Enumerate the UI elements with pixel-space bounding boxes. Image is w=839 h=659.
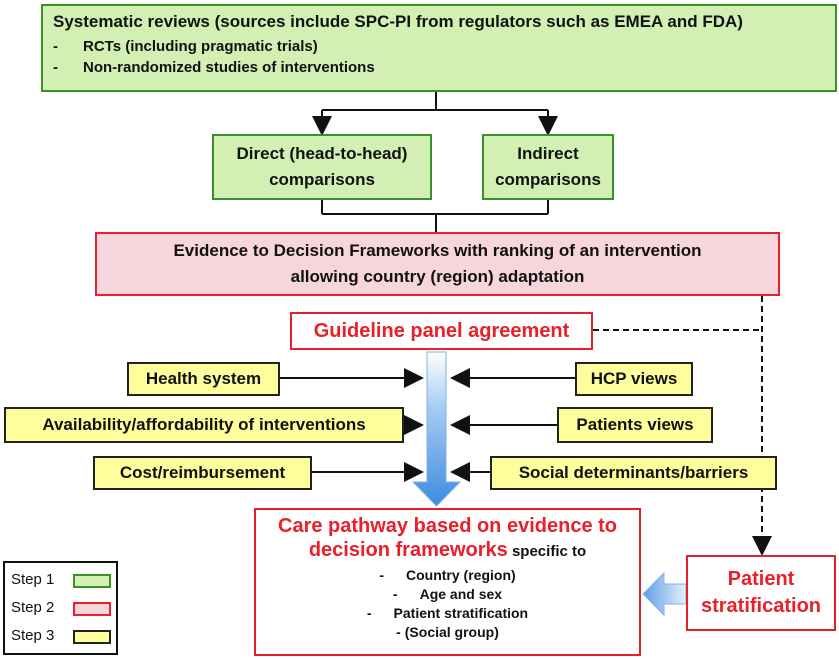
care-pathway-box: Care pathway based on evidence to decisi…: [254, 508, 641, 656]
legend-swatch-step-2: [73, 602, 111, 616]
indirect-comparisons-box: Indirect comparisons: [482, 134, 614, 200]
care-item-label: (Social group): [404, 624, 499, 640]
care-pathway-title: decision frameworks: [308, 539, 508, 561]
stratification-line: Patient: [727, 568, 795, 590]
frameworks-line: allowing country (region) adaptation: [290, 267, 585, 286]
hcp-views-box: HCP views: [575, 362, 693, 396]
direct-comparisons-box: Direct (head-to-head) comparisons: [212, 134, 432, 200]
legend: Step 1 Step 2 Step 3: [3, 561, 118, 655]
bullet-dash: -: [53, 59, 58, 76]
patients-views-label: Patients views: [576, 415, 694, 434]
legend-swatch-step-1: [73, 574, 111, 588]
evidence-frameworks-box: Evidence to Decision Frameworks with ran…: [95, 232, 780, 296]
guideline-panel-label: Guideline panel agreement: [313, 319, 570, 342]
legend-label: Step 3: [11, 627, 55, 644]
availability-label: Availability/affordability of interventi…: [42, 415, 366, 434]
care-pathway-title: Care pathway based on evidence to: [278, 515, 617, 537]
frameworks-line: Evidence to Decision Frameworks with ran…: [173, 241, 702, 260]
indirect-comparisons-line: comparisons: [495, 170, 601, 189]
stratification-line: stratification: [700, 595, 822, 617]
care-item: -Age and sex: [392, 586, 503, 602]
cost-label: Cost/reimbursement: [119, 463, 286, 482]
systematic-reviews-box: Systematic reviews (sources include SPC-…: [41, 4, 837, 92]
care-item: -Patient stratification: [366, 605, 529, 621]
care-item-label: Patient stratification: [393, 605, 529, 621]
health-system-box: Health system: [127, 362, 280, 396]
care-item: -(Social group): [396, 624, 499, 640]
cost-box: Cost/reimbursement: [93, 456, 312, 490]
direct-comparisons-line: comparisons: [269, 170, 375, 189]
social-determinants-label: Social determinants/barriers: [518, 463, 749, 482]
patients-views-box: Patients views: [557, 407, 713, 443]
guideline-panel-box: Guideline panel agreement: [290, 312, 593, 350]
health-system-label: Health system: [145, 369, 262, 388]
systematic-reviews-title: Systematic reviews (sources include SPC-…: [53, 12, 743, 31]
study-type-item: RCTs (including pragmatic trials): [83, 38, 318, 55]
indirect-comparisons-line: Indirect: [517, 144, 579, 163]
care-pathway-specific: specific to: [507, 543, 587, 560]
legend-step-3: Step 3: [11, 627, 54, 644]
care-item: -Country (region): [379, 567, 516, 583]
legend-step-1: Step 1: [11, 571, 54, 588]
legend-swatch-step-3: [73, 630, 111, 644]
study-type-item: Non-randomized studies of interventions: [83, 59, 375, 76]
legend-label: Step 2: [11, 599, 55, 616]
legend-step-2: Step 2: [11, 599, 54, 616]
care-item-label: Age and sex: [419, 586, 503, 602]
availability-box: Availability/affordability of interventi…: [4, 407, 404, 443]
legend-label: Step 1: [11, 571, 55, 588]
bullet-dash: -: [53, 38, 58, 55]
direct-comparisons-line: Direct (head-to-head): [236, 144, 408, 163]
flow-arrow: [411, 351, 462, 507]
care-item-label: Country (region): [406, 567, 516, 583]
patient-stratification-box: Patient stratification: [686, 555, 836, 631]
stratification-arrow: [642, 571, 687, 617]
hcp-views-label: HCP views: [590, 369, 678, 388]
social-determinants-box: Social determinants/barriers: [490, 456, 777, 490]
